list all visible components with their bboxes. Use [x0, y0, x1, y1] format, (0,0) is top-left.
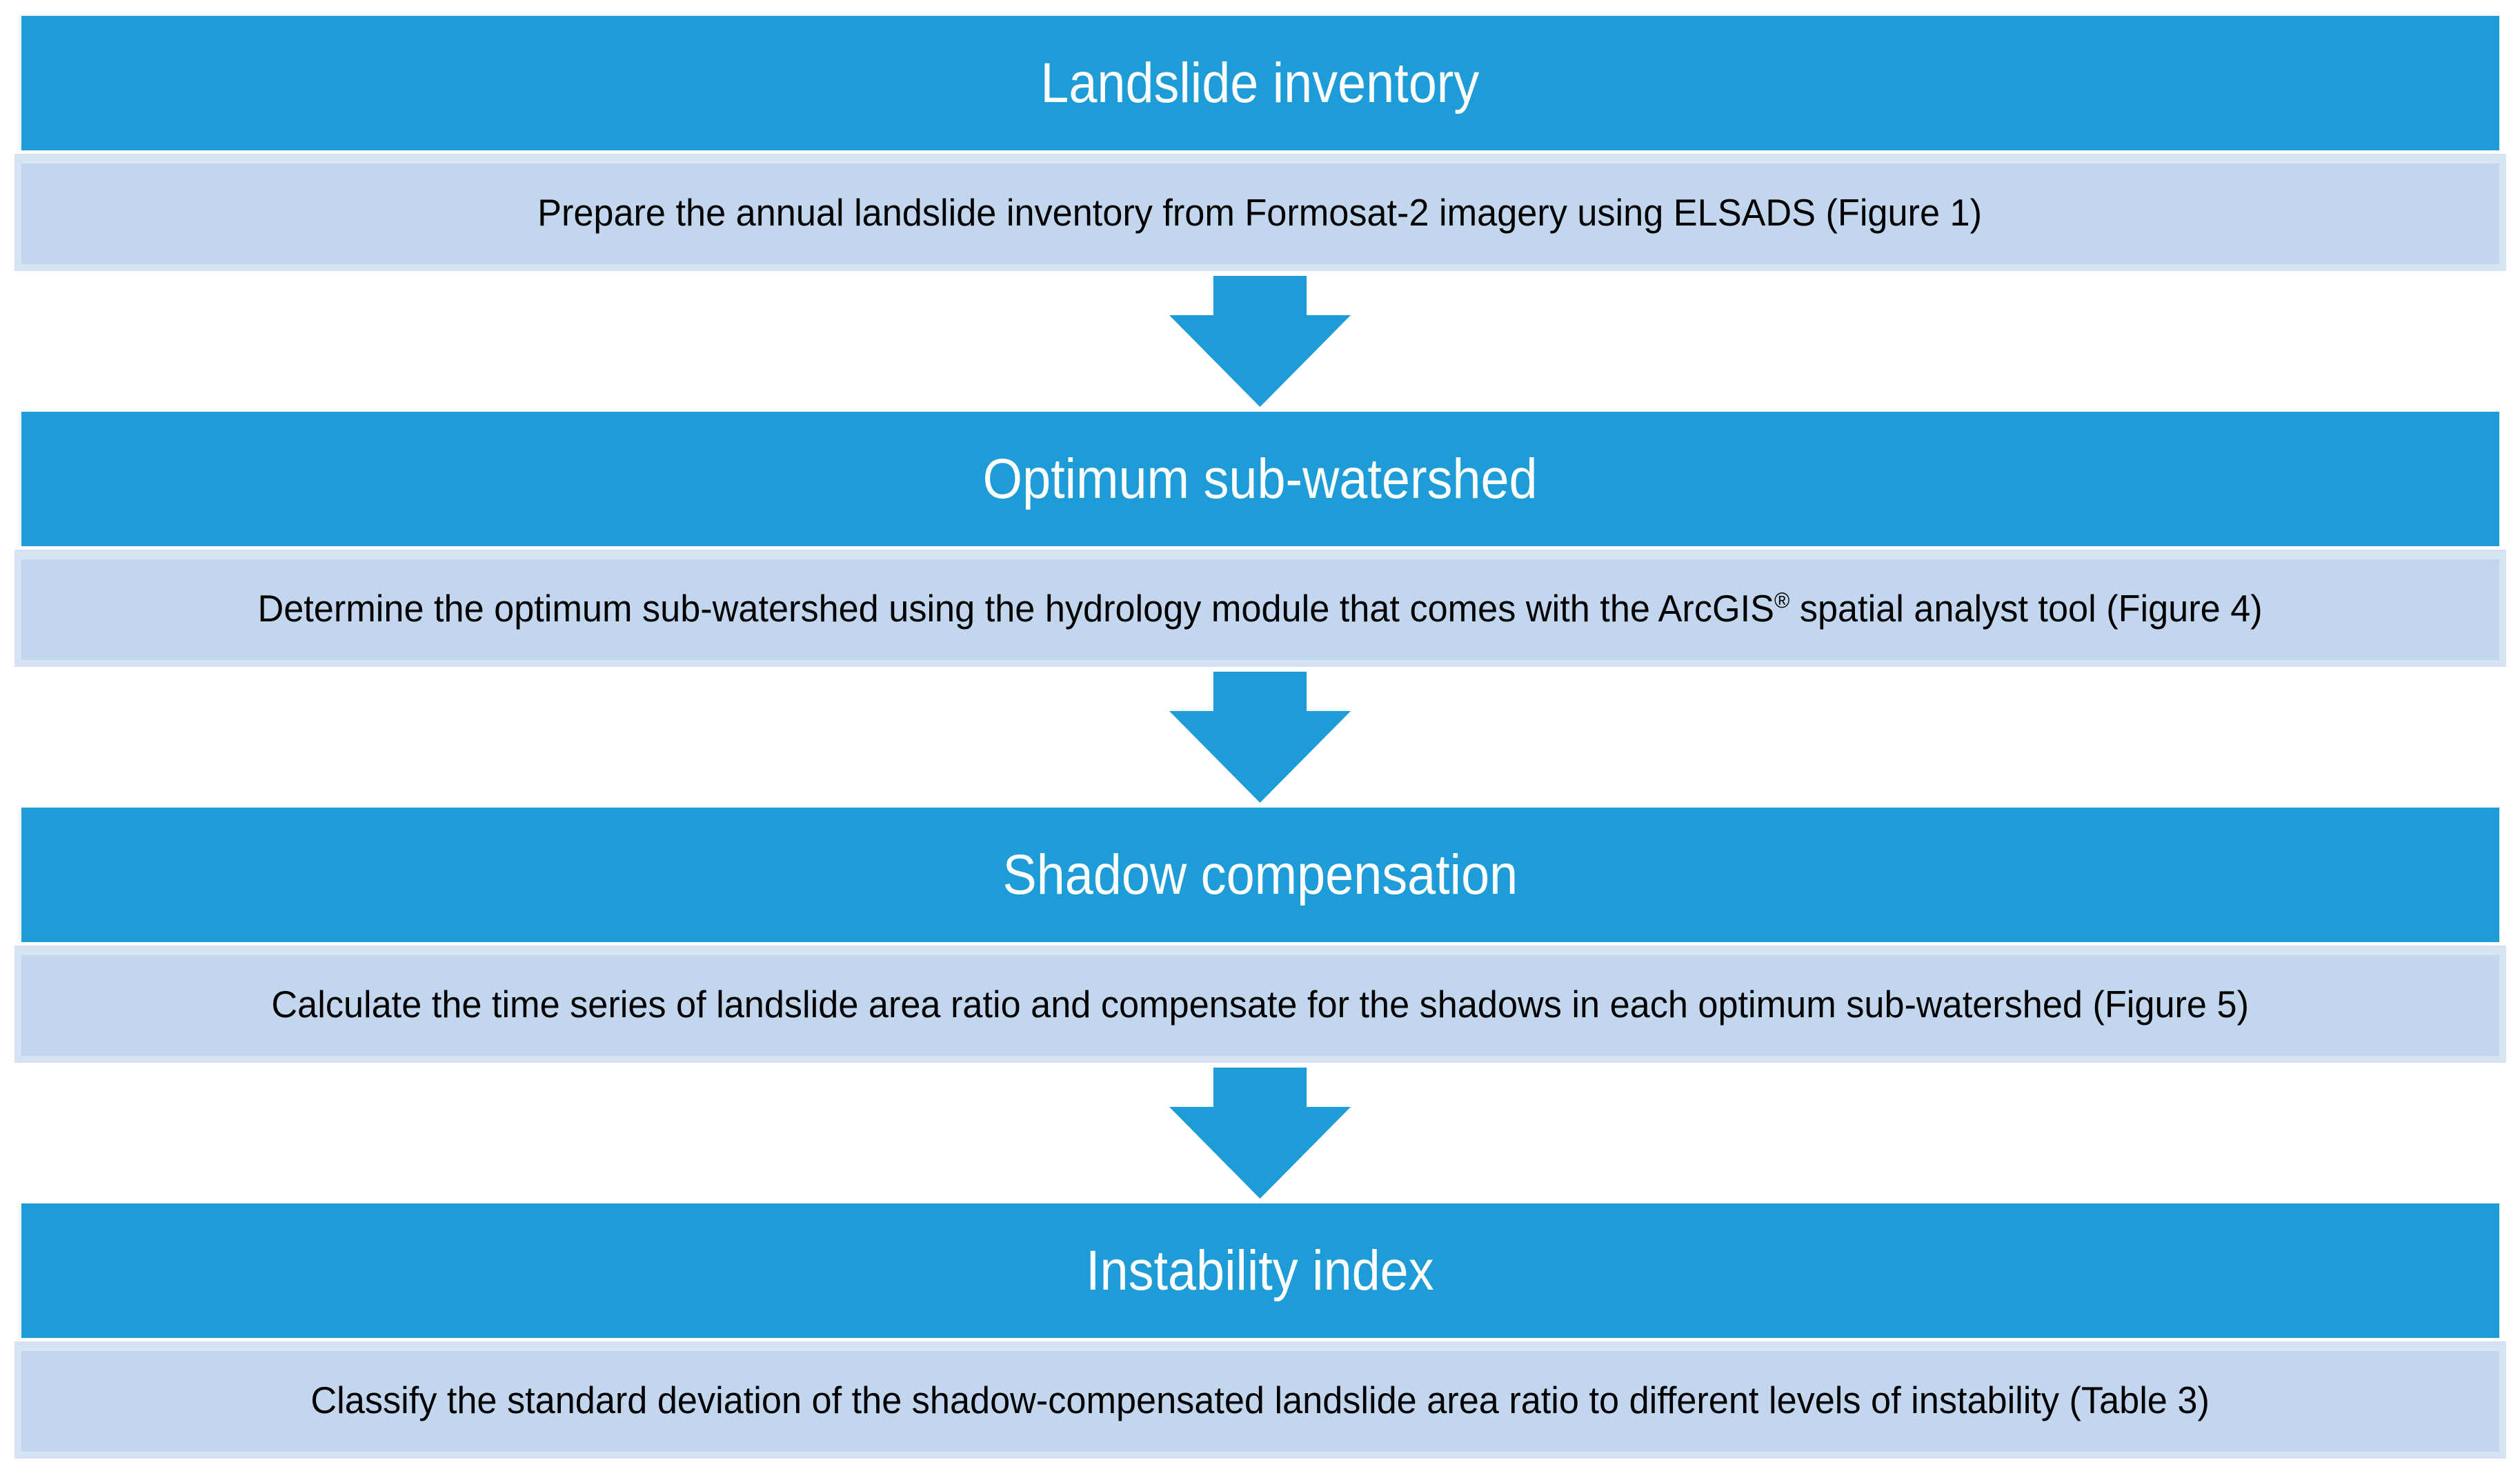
down-arrow-icon	[1169, 672, 1351, 803]
step-title: Instability index	[1086, 1239, 1434, 1302]
step-instability-index: Instability index Classify the standard …	[14, 1203, 2506, 1459]
step-description: Calculate the time series of landslide a…	[271, 983, 2249, 1026]
step-description-box: Prepare the annual landslide inventory f…	[14, 154, 2506, 271]
connector-row	[21, 271, 2499, 412]
step-description: Determine the optimum sub-watershed usin…	[257, 586, 2262, 630]
step-title-bar: Instability index	[21, 1203, 2499, 1338]
registered-trademark-symbol: ®	[1774, 588, 1790, 613]
connector-row	[21, 1063, 2499, 1203]
down-arrow-icon	[1169, 276, 1351, 407]
step-description: Classify the standard deviation of the s…	[310, 1379, 2210, 1421]
step-title-bar: Shadow compensation	[21, 808, 2499, 942]
step-title: Shadow compensation	[1002, 843, 1518, 906]
step-title-bar: Landslide inventory	[21, 16, 2499, 150]
down-arrow-icon	[1169, 1068, 1351, 1199]
step-title-bar: Optimum sub-watershed	[21, 412, 2499, 546]
connector-row	[21, 667, 2499, 808]
step-title: Landslide inventory	[1040, 51, 1480, 114]
step-description: Prepare the annual landslide inventory f…	[537, 191, 1983, 234]
step-description-box: Classify the standard deviation of the s…	[14, 1341, 2506, 1459]
step-description-box: Calculate the time series of landslide a…	[14, 946, 2506, 1063]
step-optimum-sub-watershed: Optimum sub-watershed Determine the opti…	[14, 412, 2506, 667]
flowchart: Landslide inventory Prepare the annual l…	[14, 0, 2506, 1459]
step-description-text: Determine the optimum sub-watershed usin…	[257, 587, 1774, 630]
step-description-text: spatial analyst tool (Figure 4)	[1789, 587, 2263, 630]
step-shadow-compensation: Shadow compensation Calculate the time s…	[14, 808, 2506, 1063]
step-title: Optimum sub-watershed	[982, 447, 1538, 510]
step-description-box: Determine the optimum sub-watershed usin…	[14, 550, 2506, 667]
step-landslide-inventory: Landslide inventory Prepare the annual l…	[14, 16, 2506, 271]
